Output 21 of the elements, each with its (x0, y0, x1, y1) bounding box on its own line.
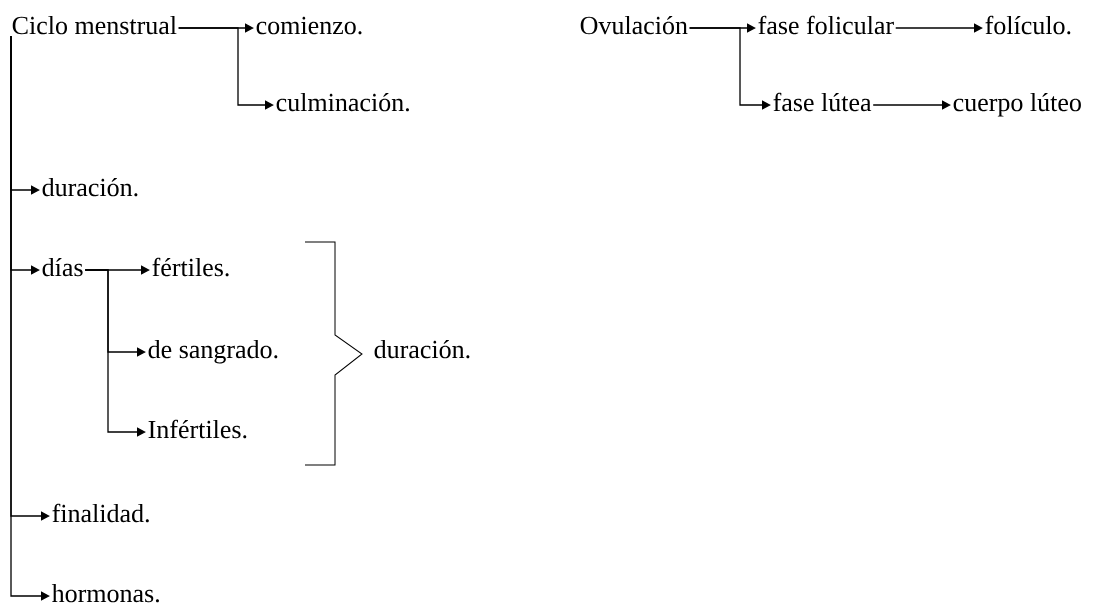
term-text: cuerpo lúteo (953, 92, 1081, 117)
term-text: folículo. (985, 15, 1071, 35)
term-text: fase lútea (773, 92, 872, 112)
term-text: culminación. (276, 92, 409, 112)
arrow (895, 23, 983, 33)
term-text: fase folicular (758, 15, 894, 35)
term-text: comienzo. (256, 16, 362, 35)
term-text: Infértiles. (148, 419, 247, 439)
term-text: de sangrado. (148, 339, 278, 364)
arrow (84, 269, 146, 437)
arrow (872, 100, 951, 110)
group-label: duración. (374, 339, 470, 359)
arrow (688, 27, 771, 110)
arrow (178, 27, 274, 110)
term-text: fértiles. (152, 257, 229, 277)
term-text: duración. (42, 177, 138, 197)
term-text: días (42, 257, 83, 277)
term-text: Ovulación (580, 15, 688, 35)
term-text: hormonas. (51, 583, 159, 603)
term-text: Ciclo menstrual (12, 15, 177, 35)
term-text: finalidad. (52, 503, 149, 523)
